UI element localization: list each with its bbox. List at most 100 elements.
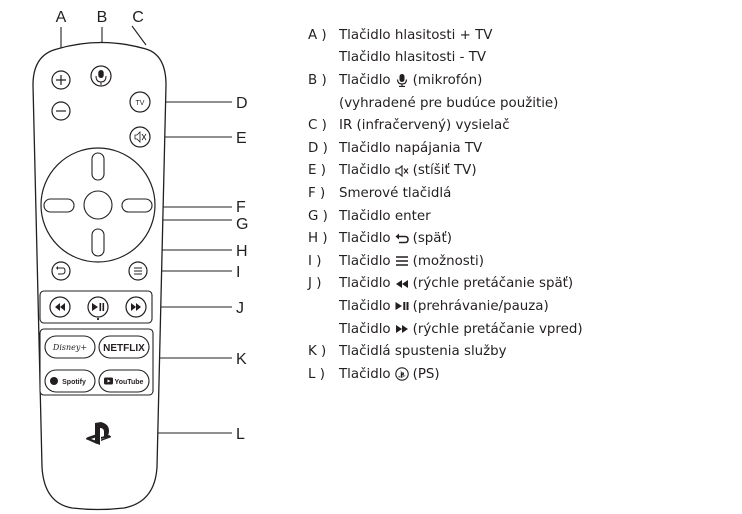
legend-text: Tlačidlo (339, 72, 391, 88)
legend-text: Smerové tlačidlá (339, 185, 452, 201)
legend-item: L ) Tlačidlo (PS) (308, 363, 738, 386)
tv-power-button[interactable]: TV (129, 91, 151, 113)
legend-text-suffix: (PS) (412, 366, 440, 382)
tv-label: TV (136, 100, 145, 107)
disney-label: Disney+ (52, 343, 87, 352)
disney-plus-button[interactable]: Disney+ (44, 335, 96, 359)
legend-text: Tlačidlo (339, 253, 391, 269)
legend-item: Tlačidlo hlasitosti - TV (308, 47, 738, 70)
legend-text: Tlačidlá spustenia služby (339, 344, 507, 360)
legend-item: C ) IR (infračervený) vysielač (308, 114, 738, 137)
play-pause-icon (395, 299, 409, 313)
legend-text-suffix: (mikrofón) (412, 72, 483, 88)
legend-item: H ) Tlačidlo (späť) (308, 227, 738, 250)
callout-d: D (236, 95, 248, 112)
volume-up-button[interactable] (51, 70, 71, 90)
rewind-button[interactable] (49, 296, 71, 318)
legend-text: (vyhradené pre budúce použitie) (339, 95, 559, 111)
legend-text: Tlačidlo enter (339, 208, 431, 224)
legend-text: Tlačidlo (339, 366, 391, 382)
dpad-down[interactable] (91, 228, 105, 257)
callout-letters: A B C D E F G H I J K L (56, 9, 249, 443)
legend-text: Tlačidlo (339, 231, 391, 247)
directional-pad[interactable] (40, 147, 156, 263)
legend-key: D ) (308, 140, 328, 156)
legend-text: Tlačidlo hlasitosti + TV (339, 27, 493, 43)
enter-button[interactable] (83, 190, 113, 220)
callout-k: K (236, 351, 247, 368)
netflix-label: NETFLIX (103, 343, 145, 354)
legend-key: F ) (308, 185, 326, 201)
legend-key: H ) (308, 231, 328, 247)
callout-f: F (236, 199, 246, 216)
legend-item: Tlačidlo (rýchle pretáčanie vpred) (308, 318, 738, 341)
callout-e: E (236, 130, 247, 147)
legend-text-suffix: (možnosti) (412, 253, 484, 269)
legend-item: J ) Tlačidlo (rýchle pretáčanie späť) (308, 273, 738, 296)
microphone-button[interactable] (90, 65, 112, 87)
legend-item: F ) Smerové tlačidlá (308, 182, 738, 205)
back-icon (395, 232, 409, 246)
callout-g: G (236, 216, 248, 233)
legend-text-suffix: (prehrávanie/pauza) (412, 298, 549, 314)
dpad-right[interactable] (121, 198, 153, 213)
legend-item: (vyhradené pre budúce použitie) (308, 92, 738, 115)
dpad-left[interactable] (43, 198, 75, 213)
microphone-icon (395, 73, 409, 88)
legend-text: Tlačidlo (339, 163, 391, 179)
legend-text: Tlačidlo napájania TV (339, 140, 483, 156)
legend-list: A ) Tlačidlo hlasitosti + TV Tlačidlo hlas… (308, 24, 738, 386)
callout-i: I (236, 264, 240, 281)
callout-j: J (236, 300, 244, 317)
callout-a: A (56, 9, 67, 26)
legend-text-suffix: (späť) (412, 231, 452, 247)
legend-key: J ) (308, 276, 322, 292)
spotify-button[interactable]: Spotify (44, 369, 96, 393)
legend-text: Tlačidlo (339, 276, 391, 292)
legend-key: B ) (308, 72, 327, 88)
netflix-button[interactable]: NETFLIX (98, 335, 150, 359)
legend-item: I ) Tlačidlo (možnosti) (308, 250, 738, 273)
play-pause-button[interactable] (87, 296, 109, 321)
legend-text-suffix: (rýchle pretáčanie späť) (412, 276, 574, 292)
legend-item: Tlačidlo (prehrávanie/pauza) (308, 295, 738, 318)
mute-button[interactable] (129, 126, 151, 148)
rewind-icon (395, 277, 409, 291)
ps-button[interactable] (86, 422, 111, 445)
legend-text-suffix: (rýchle pretáčanie vpred) (412, 321, 583, 337)
spotify-icon (50, 377, 58, 385)
dpad-up[interactable] (91, 152, 105, 181)
legend-key: L ) (308, 366, 325, 382)
back-button[interactable] (51, 261, 71, 281)
fast-forward-icon (395, 322, 409, 336)
legend-key: E ) (308, 163, 326, 179)
options-icon (395, 254, 409, 268)
callout-h: H (236, 243, 248, 260)
spotify-label: Spotify (62, 379, 86, 386)
legend-item: D ) Tlačidlo napájania TV (308, 137, 738, 160)
youtube-button[interactable]: YouTube (98, 369, 150, 393)
legend-item: A ) Tlačidlo hlasitosti + TV (308, 24, 738, 47)
legend-text: Tlačidlo (339, 321, 391, 337)
legend-text: Tlačidlo (339, 298, 391, 314)
ps-logo-icon (394, 367, 409, 381)
legend-text: IR (infračervený) vysielač (339, 118, 510, 134)
legend-key: G ) (308, 208, 328, 224)
fast-forward-button[interactable] (125, 296, 147, 318)
callout-c: C (132, 9, 144, 26)
youtube-label: YouTube (115, 379, 144, 386)
mute-icon (395, 164, 409, 178)
legend-key: I ) (308, 253, 322, 269)
legend-key: A ) (308, 27, 327, 43)
volume-down-button[interactable] (51, 101, 71, 121)
legend-key: C ) (308, 118, 327, 134)
options-button[interactable] (128, 261, 148, 281)
legend-key: K ) (308, 344, 327, 360)
legend-text: Tlačidlo hlasitosti - TV (339, 50, 487, 66)
legend-text-suffix: (stíšiť TV) (412, 163, 477, 179)
legend-item: B ) Tlačidlo (mikrofón) (308, 69, 738, 92)
legend-item: G ) Tlačidlo enter (308, 205, 738, 228)
legend-item: K ) Tlačidlá spustenia služby (308, 340, 738, 363)
legend-item: E ) Tlačidlo (stíšiť TV) (308, 160, 738, 183)
callout-l: L (236, 426, 245, 443)
